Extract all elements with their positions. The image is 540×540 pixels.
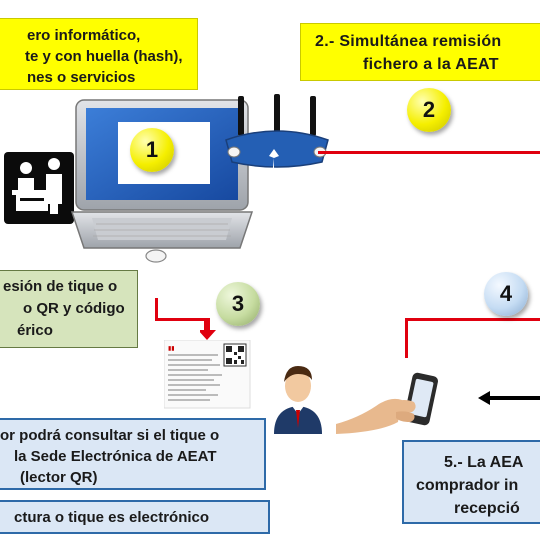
step-2-circle: 2	[407, 88, 451, 132]
arrow-to-receipt	[200, 320, 216, 340]
step2-line-2: fichero a la AEAT	[363, 56, 499, 73]
svg-text:▮▮: ▮▮	[168, 346, 175, 352]
step-1-circle: 1	[130, 128, 174, 172]
step4-line-1: or podrá consultar si el tique o	[0, 427, 220, 444]
router-icon	[225, 94, 329, 176]
step3-description-box: esión de tique o o QR y código érico	[0, 270, 138, 348]
step-4-circle: 4	[484, 272, 528, 316]
step2-line-1: 2.- Simultánea remisión	[315, 33, 502, 50]
cashier-figures-svg	[12, 158, 62, 214]
step1-line-3: nes o servicios	[27, 69, 136, 86]
phone-in-hand-icon	[336, 372, 438, 434]
connector-router-aeat	[318, 151, 540, 154]
electronic-invoice-line: ctura o tique es electrónico	[14, 509, 210, 526]
receipt-with-qr: ▮▮	[164, 340, 251, 409]
shop-cashier-icon	[4, 152, 74, 224]
step4-description-box: or podrá consultar si el tique o la Sede…	[0, 418, 266, 490]
step5-line-2: comprador in	[416, 477, 519, 494]
step1-line-1: ero informático,	[27, 27, 141, 44]
electronic-invoice-box: ctura o tique es electrónico	[0, 500, 270, 534]
step-3-circle: 3	[216, 282, 260, 326]
step1-line-2: te y con huella (hash),	[25, 48, 183, 65]
step5-line-3: recepció	[454, 500, 520, 517]
connector-phone-aeat-vertical	[405, 318, 408, 358]
step3-line-2: o QR y código	[23, 300, 125, 317]
connector-receipt-vertical	[155, 298, 158, 320]
step3-line-3: érico	[17, 322, 53, 339]
step5-description-box: 5.- La AEA comprador in recepció	[402, 440, 540, 524]
step1-description-box: ero informático, te y con huella (hash),…	[0, 18, 198, 90]
step4-line-3: (lector QR)	[20, 469, 98, 486]
step5-line-1: 5.- La AEA	[444, 454, 524, 471]
step2-description-box: 2.- Simultánea remisión fichero a la AEA…	[300, 23, 540, 81]
connector-receipt-horizontal	[155, 318, 210, 321]
step3-line-1: esión de tique o	[3, 278, 118, 295]
arrow-aeat-to-phone	[478, 391, 540, 405]
connector-phone-aeat-horizontal	[405, 318, 540, 321]
buyer-avatar	[274, 366, 322, 434]
step4-line-2: la Sede Electrónica de AEAT	[14, 448, 217, 465]
